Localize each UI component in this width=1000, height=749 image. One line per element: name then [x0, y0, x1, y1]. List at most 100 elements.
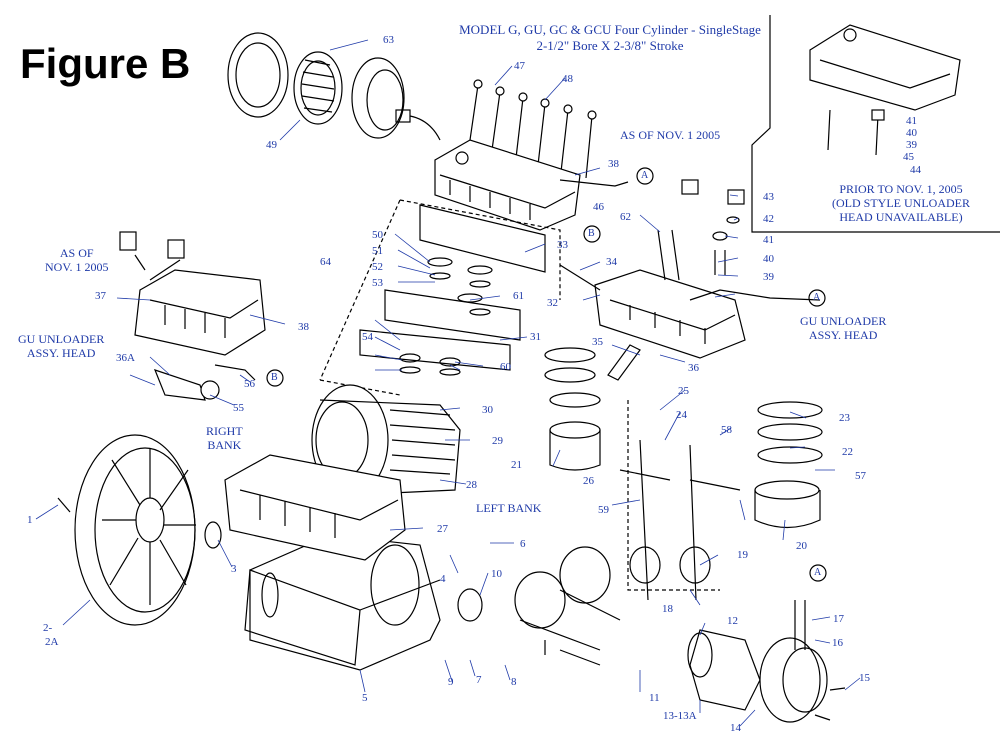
- note-as-of-right: AS OF NOV. 1 2005: [620, 128, 721, 142]
- right-unloader-head-icon: [559, 264, 821, 381]
- callout-54: 54: [362, 331, 373, 343]
- callout-13-13a: 13-13A: [663, 710, 697, 722]
- callout-8: 8: [511, 676, 517, 688]
- model-title: MODEL G, GU, GC & GCU Four Cylinder - Si…: [440, 22, 780, 54]
- inset-unloader-icon: [809, 24, 961, 156]
- gasket-13-icon: [689, 629, 761, 711]
- note-prior: PRIOR TO NOV. 1, 2005 (OLD STYLE UNLOADE…: [832, 182, 970, 224]
- callout-33: 33: [557, 239, 568, 251]
- inset-border: [751, 15, 1000, 233]
- callout-43: 43: [763, 191, 774, 203]
- callout-2: 2-: [43, 622, 53, 634]
- callout-35a: 35: [592, 336, 603, 348]
- note-gu-unloader-right-line2: ASSY. HEAD: [808, 328, 878, 342]
- callout-56: 56: [244, 378, 255, 390]
- air-filter-icon: [227, 32, 441, 141]
- callout-24: 24: [676, 409, 687, 421]
- callout-46: 46: [593, 201, 604, 213]
- callout-28: 28: [466, 479, 477, 491]
- note-prior-line2: (OLD STYLE UNLOADER: [832, 196, 970, 210]
- reed-valves-icon: [399, 257, 493, 376]
- valve-plate-61-icon: [384, 289, 521, 341]
- callout-51a: 51: [372, 245, 383, 257]
- callout-52: 52: [372, 261, 383, 273]
- callout-23: 23: [839, 412, 850, 424]
- note-right-bank-line2: BANK: [207, 438, 242, 452]
- left-unloader-head-icon: [119, 231, 266, 401]
- callout-18: 18: [662, 603, 673, 615]
- callout-49: 49: [266, 139, 277, 151]
- callout-42: 42: [763, 213, 774, 225]
- callout-45: 45: [903, 151, 914, 163]
- callout-16: 16: [832, 637, 843, 649]
- callout-39: 39: [763, 271, 774, 283]
- rear-cover-icon: [759, 600, 846, 723]
- callout-48: 48: [562, 73, 573, 85]
- ref-a-label: A: [641, 170, 649, 181]
- ref-b-label-2: B: [271, 372, 278, 383]
- callout-6: 6: [520, 538, 526, 550]
- callout-41-inset: 41: [906, 115, 917, 127]
- callout-47: 47: [514, 60, 525, 72]
- callout-27: 27: [437, 523, 448, 535]
- valve-group-outline: [319, 199, 561, 396]
- leader-lines: [35, 39, 861, 727]
- callout-53a: 53: [372, 277, 383, 289]
- note-prior-line1: PRIOR TO NOV. 1, 2005: [839, 182, 963, 196]
- callout-38a: 38: [608, 158, 619, 170]
- callout-5: 5: [362, 692, 368, 704]
- ref-b-label: B: [588, 228, 595, 239]
- callout-38b: 38: [298, 321, 309, 333]
- ref-b-circle: [266, 369, 284, 387]
- callout-40-inset: 40: [906, 127, 917, 139]
- note-gu-unloader-left-line1: GU UNLOADER: [18, 332, 105, 346]
- note-gu-unloader-right: GU UNLOADER ASSY. HEAD: [800, 314, 886, 342]
- callout-50a: 50: [372, 229, 383, 241]
- callout-17: 17: [833, 613, 844, 625]
- note-gu-unloader-right-line1: GU UNLOADER: [800, 314, 887, 328]
- callout-25: 25: [678, 385, 689, 397]
- callout-40: 40: [763, 253, 774, 265]
- callout-36a: 36A: [116, 352, 135, 364]
- note-right-bank-line1: RIGHT: [206, 424, 243, 438]
- top-head-icon: [434, 139, 629, 231]
- callout-62: 62: [620, 211, 631, 223]
- ref-a-circle: [808, 289, 826, 307]
- note-as-of-left-line2: NOV. 1 2005: [45, 260, 109, 274]
- callout-9: 9: [448, 676, 454, 688]
- piston-group-right-icon: [544, 347, 823, 601]
- callout-11: 11: [649, 692, 660, 704]
- callout-59: 59: [598, 504, 609, 516]
- note-gu-unloader-left-line2: ASSY. HEAD: [26, 346, 96, 360]
- bearing-12-icon: [687, 632, 713, 678]
- callout-36: 36: [688, 362, 699, 374]
- callout-31: 31: [530, 331, 541, 343]
- callout-61: 61: [513, 290, 524, 302]
- note-right-bank: RIGHT BANK: [206, 424, 243, 452]
- callout-58: 58: [721, 424, 732, 436]
- callout-26a: 26: [583, 475, 594, 487]
- note-gu-unloader-left: GU UNLOADER ASSY. HEAD: [18, 332, 104, 360]
- callout-1: 1: [27, 514, 33, 526]
- callout-55: 55: [233, 402, 244, 414]
- gasket-33-icon: [419, 204, 546, 273]
- callout-7: 7: [476, 674, 482, 686]
- callout-37a: 37: [95, 290, 106, 302]
- callout-10: 10: [491, 568, 502, 580]
- crankshaft-icon: [457, 546, 621, 666]
- gasket-31-icon: [359, 329, 511, 371]
- callout-4: 4: [440, 573, 446, 585]
- note-as-of-left-line1: AS OF: [59, 246, 94, 260]
- head-bolts-icon: [469, 79, 597, 179]
- ref-b-circle: [583, 225, 601, 243]
- ref-a-circle: [636, 167, 654, 185]
- callout-14: 14: [730, 722, 741, 734]
- callout-64: 64: [320, 256, 331, 268]
- callout-12: 12: [727, 615, 738, 627]
- flywheel-icon: [74, 434, 196, 626]
- callout-32: 32: [547, 297, 558, 309]
- callout-20: 20: [796, 540, 807, 552]
- callout-15: 15: [859, 672, 870, 684]
